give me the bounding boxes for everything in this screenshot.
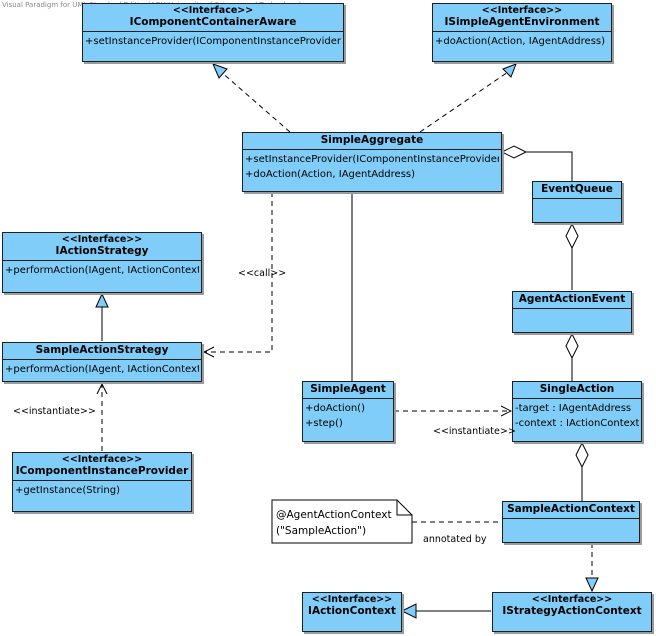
note-shape [271,499,413,544]
operations-compartment: +doAction(Action, IAgentAddress) [433,32,611,51]
attributes-compartment: -target : IAgentAddress -context : IActi… [513,399,641,433]
operations-compartment: +getInstance(String) [13,481,191,500]
class-name: SampleActionStrategy [35,344,169,356]
aggregation-diamond-aggregate [500,145,528,159]
attribute: -target : IAgentAddress [515,403,632,414]
class-name: ISimpleAgentEnvironment [444,16,600,28]
class-name: IStrategyActionContext [502,605,642,617]
class-header: <<Interface>> IActionStrategy [3,233,201,261]
class-name: SimpleAgent [310,383,386,395]
operation: +doAction() [305,403,365,414]
operation: +doAction(Action, IAgentAddress) [245,169,416,180]
operation: +getInstance(String) [15,485,120,496]
operations-compartment: +setInstanceProvider(IComponentInstanceP… [83,32,343,51]
class-header: SimpleAggregate [243,133,501,150]
class-header: AgentActionEvent [513,292,631,309]
stereotype-label: <<Interface>> [531,594,613,605]
class-header: <<Interface>> IStrategyActionContext [493,593,651,620]
stereotype-label: <<Interface>> [61,454,143,465]
class-name: SimpleAggregate [320,134,424,146]
class-icomponentinstanceprovider[interactable]: <<Interface>> IComponentInstanceProvider… [12,452,192,512]
class-simpleaggregate[interactable]: SimpleAggregate +setInstanceProvider(ICo… [242,132,502,192]
realization-aggregate-to-container-aware [219,70,291,133]
class-name: SampleActionContext [507,503,635,515]
class-iactioncontext[interactable]: <<Interface>> IActionContext [302,592,402,632]
aggregation-diamond-single-action [575,441,589,469]
aggregation-diamond-agent-action-event [565,332,579,360]
aggregation-diamond-event-queue [565,222,579,250]
annotated-by-label: annotated by [423,534,487,545]
note-fold [396,500,412,516]
class-header: SimpleAgent [303,382,393,399]
operation: +doAction(Action, IAgentAddress) [435,36,606,47]
class-header: <<Interface>> IActionContext [303,593,401,620]
call-label: <<call>> [238,268,287,279]
operations-compartment: +setInstanceProvider(IComponentInstanceP… [243,150,501,184]
class-istrategyactioncontext[interactable]: <<Interface>> IStrategyActionContext [492,592,652,632]
class-header: SampleActionContext [503,502,639,519]
class-header: SingleAction [513,382,641,399]
note-line: @AgentActionContext [276,509,392,521]
generalization-arrowhead-strategy [95,292,109,308]
stereotype-label: <<Interface>> [172,5,254,16]
class-name: AgentActionEvent [518,293,626,305]
class-icomponentcontaineraware[interactable]: <<Interface>> IComponentContainerAware +… [82,3,344,62]
class-header: EventQueue [533,182,621,199]
realization-aggregate-to-agent-environment [419,71,509,133]
class-sampleactioncontext[interactable]: SampleActionContext [502,501,640,543]
attribute: -context : IActionContext [515,418,639,429]
operation: +setInstanceProvider(IComponentInstanceP… [245,154,499,165]
class-header: <<Interface>> IComponentContainerAware [83,4,343,32]
instantiate-label-left: <<instantiate>> [13,406,96,417]
stereotype-label: <<Interface>> [311,594,393,605]
operation: +performAction(IAgent, IActionContext) [5,364,199,375]
operation: +step() [305,418,343,429]
stereotype-label: <<Interface>> [481,5,563,16]
class-name: IActionContext [308,605,396,617]
generalization-arrowhead-action-context [400,603,417,619]
realization-arrowhead-container-aware [212,63,228,79]
class-name: SingleAction [539,383,615,395]
class-name: IActionStrategy [55,245,149,257]
class-name: IComponentInstanceProvider [15,465,189,477]
class-agentactionevent[interactable]: AgentActionEvent [512,291,632,333]
class-name: IComponentContainerAware [129,16,297,28]
class-header: <<Interface>> ISimpleAgentEnvironment [433,4,611,32]
class-header: <<Interface>> IComponentInstanceProvider [13,453,191,481]
class-sampleactionstrategy[interactable]: SampleActionStrategy +performAction(IAge… [2,342,202,382]
operations-compartment: +performAction(IAgent, IActionContext) [3,261,201,280]
operations-compartment: +performAction(IAgent, IActionContext) [3,360,201,379]
class-isimpleagentenvironment[interactable]: <<Interface>> ISimpleAgentEnvironment +d… [432,3,612,62]
realization-arrowhead-agent-environment [502,63,517,78]
class-simpleagent[interactable]: SimpleAgent +doAction() +step() [302,381,394,442]
class-eventqueue[interactable]: EventQueue [532,181,622,223]
operation: +performAction(IAgent, IActionContext) [5,265,199,276]
aggregation-aggregate-event-queue [526,151,573,181]
operations-compartment: +doAction() +step() [303,399,393,433]
class-singleaction[interactable]: SingleAction -target : IAgentAddress -co… [512,381,642,442]
realization-arrowhead-strategy-context [585,577,599,593]
stereotype-label: <<Interface>> [61,234,143,245]
operation: +setInstanceProvider(IComponentInstanceP… [85,36,341,47]
note-line: ("SampleAction") [276,525,367,537]
instantiate-label-right: <<instantiate>> [433,426,516,437]
class-iactionstrategy[interactable]: <<Interface>> IActionStrategy +performAc… [2,232,202,293]
class-header: SampleActionStrategy [3,343,201,360]
class-name: EventQueue [541,183,613,195]
